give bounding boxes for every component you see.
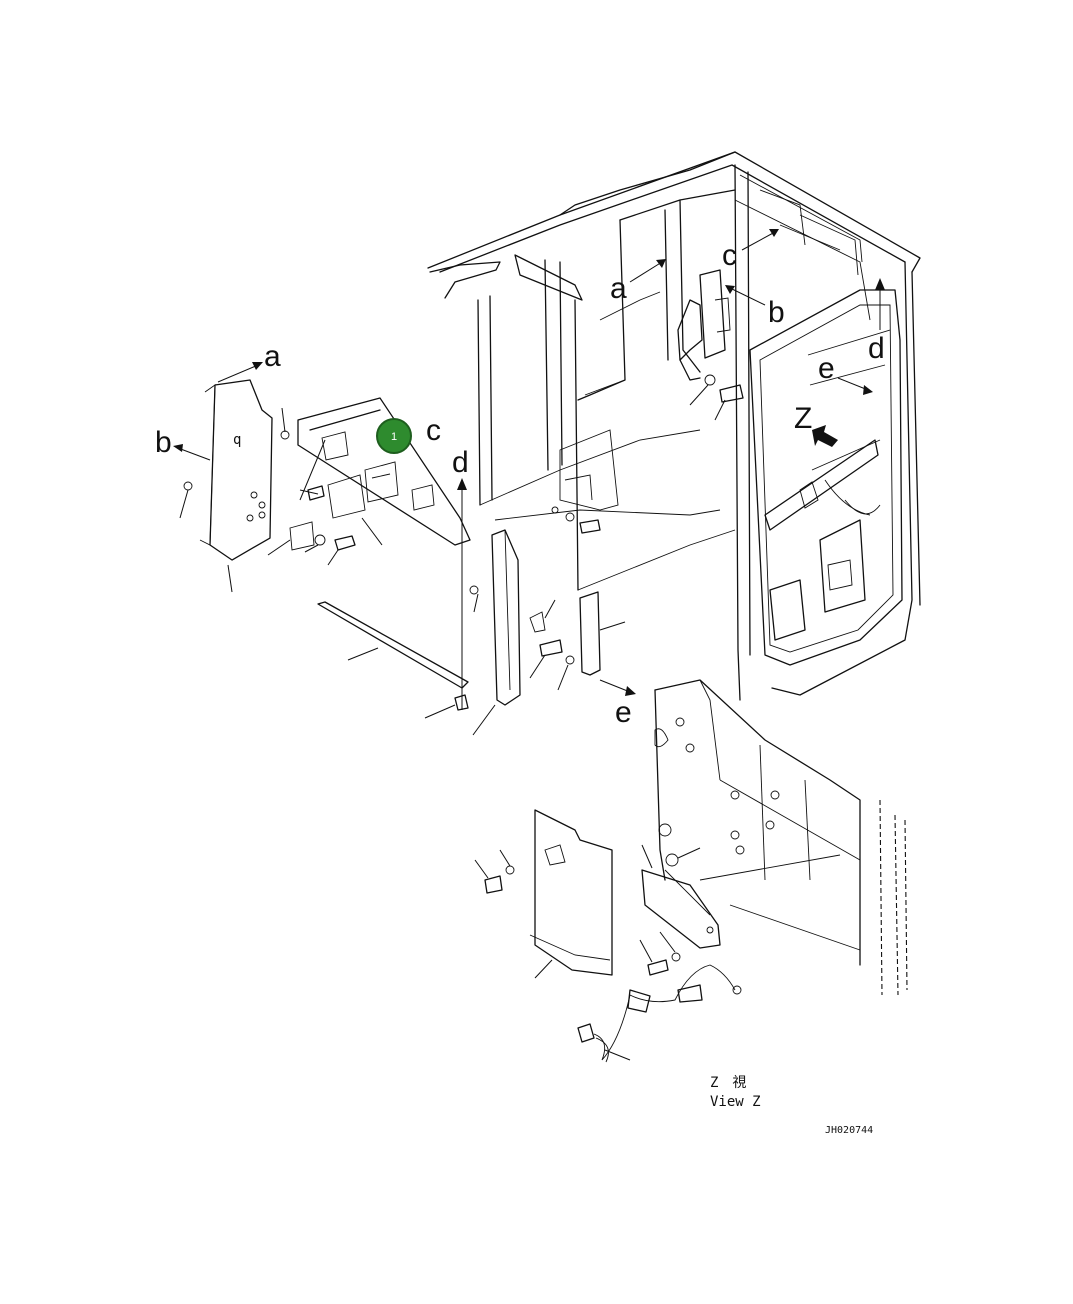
center-cover-panel [267,397,471,566]
view-caption: Z 視 View Z [710,1075,761,1110]
wire-harness [577,931,742,1063]
label-c-badge: c [426,414,441,447]
label-a-left: a [264,340,281,373]
callout-badge-number[interactable]: 1 [391,431,397,443]
lower-floor-section [641,679,908,996]
caption-japanese: Z 視 [710,1075,746,1091]
label-a-upper: a [610,272,627,305]
label-c-upper: c [722,239,737,272]
letter-labels: a c b d e Z a b c d e q [155,239,885,729]
vertical-bracket [469,374,744,736]
label-e-lower: e [615,696,632,729]
drawing-code: JH020744 [825,1125,873,1136]
label-z-view: Z [794,402,812,435]
label-q-panel: q [233,432,241,448]
label-d-left: d [452,446,469,479]
callout-badge-circle[interactable] [376,418,412,454]
lower-shield-panel [474,809,613,979]
label-d-right: d [868,332,885,365]
left-side-panel [199,379,273,593]
reference-arrows [173,229,885,710]
label-e-upper: e [818,352,835,385]
long-strip [317,601,469,719]
label-b-upper: b [768,296,785,329]
label-b-left: b [155,426,172,459]
callout-badge[interactable]: 1 [376,418,412,454]
caption-view-z: View Z [710,1094,761,1110]
cab-frame [427,151,921,701]
